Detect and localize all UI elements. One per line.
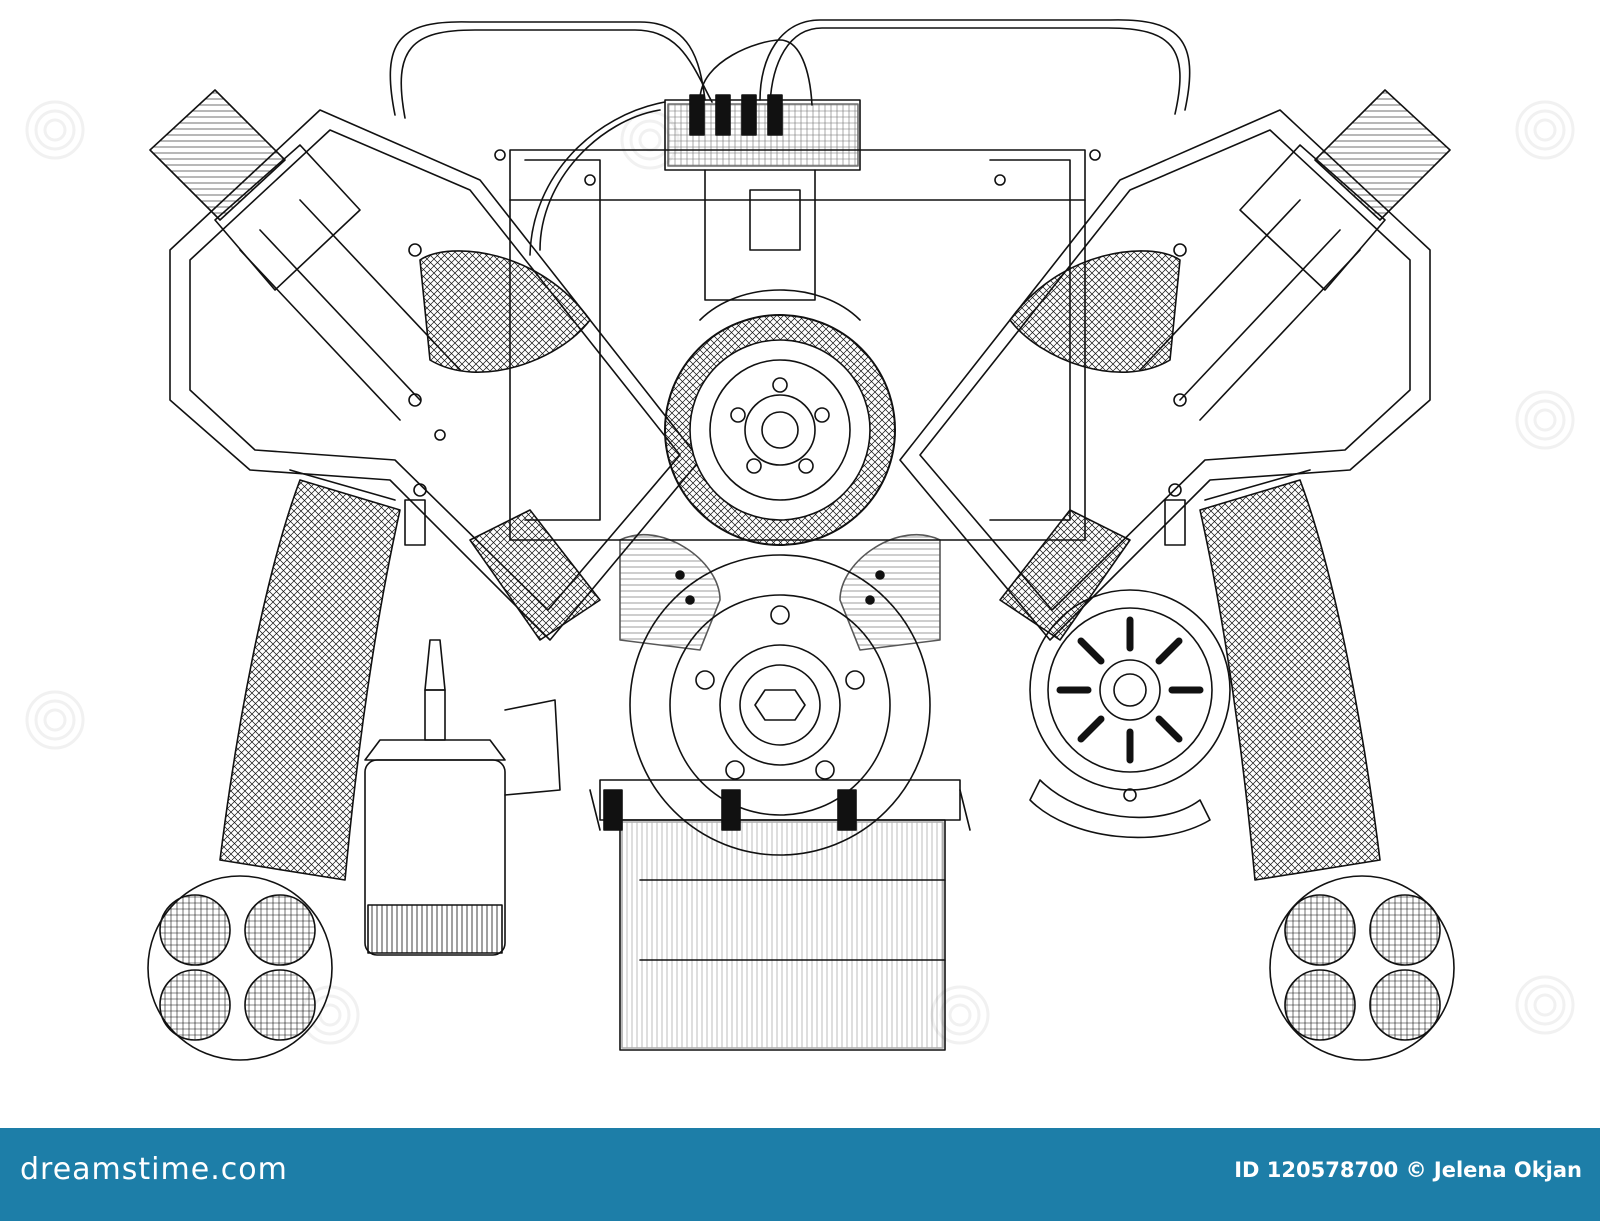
bolts (408, 149, 1187, 802)
valve-cover-plates (619, 534, 941, 651)
footer-bar: dreamstime.com ID 120578700 © Jelena Okj… (0, 1128, 1600, 1221)
right-exhaust-header (1199, 469, 1455, 1061)
ignition-wires (389, 19, 1191, 256)
dreamstime-logo[interactable]: dreamstime.com (20, 1152, 288, 1187)
engine-wireframe-drawing (25, 19, 1575, 1061)
engine-illustration (25, 19, 1575, 1061)
image-credit: ID 120578700 © Jelena Okjan (1234, 1158, 1582, 1182)
distributor (664, 94, 861, 301)
water-pump-pulley (664, 289, 896, 546)
right-cylinder-head (899, 89, 1451, 641)
alternator (1029, 589, 1231, 839)
oil-pan (589, 779, 971, 1051)
oil-filter (364, 639, 561, 956)
left-exhaust-header (147, 469, 401, 1061)
left-cylinder-head (149, 89, 701, 641)
